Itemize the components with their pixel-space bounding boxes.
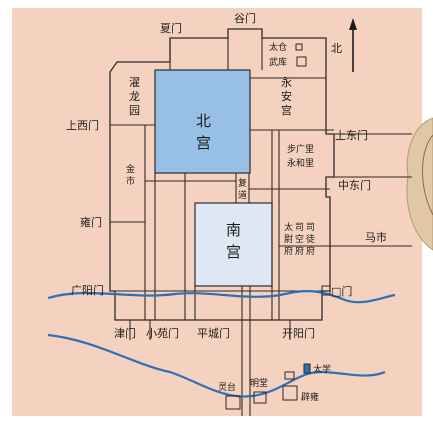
gate-gumen: 谷门: [234, 11, 256, 25]
decorative-object-detail: [422, 134, 433, 216]
label-fu-2a: 司: [295, 222, 304, 233]
outer-city-wall: [109, 28, 335, 321]
river-north: [47, 290, 396, 304]
label-fu-3a: 司: [306, 222, 315, 233]
label-fudao-1: 复: [238, 177, 247, 189]
south-palace: [194, 202, 273, 287]
gate-kaiyangmen: 开阳门: [282, 326, 315, 340]
label-zhuolong-3: 园: [129, 104, 140, 117]
label-lingtai: 灵台: [218, 381, 236, 393]
north-palace-label-1: 北: [196, 112, 211, 130]
compass-label: 北: [331, 42, 342, 55]
gate-pingchengmen: 平城门: [197, 326, 230, 340]
label-fu-3b: 徒: [306, 233, 315, 245]
taixue-building: [284, 371, 295, 380]
river-south: [47, 333, 386, 398]
gate-zhongdongmen: 中东门: [338, 178, 371, 192]
label-taixue: 太学: [313, 363, 331, 375]
biyong-building: [282, 385, 298, 401]
label-yongan-2: 安: [281, 89, 292, 103]
label-fu-1b: 尉: [284, 233, 293, 245]
label-biyong: 辟雍: [301, 391, 319, 403]
label-fu-3c: 府: [306, 245, 315, 257]
label-mingtang: 明堂: [250, 377, 268, 389]
label-zhuolong-1: 濯: [129, 76, 140, 89]
label-fu-2c: 府: [295, 245, 304, 257]
gate-xiamen: 夏门: [160, 21, 182, 35]
north-arrow-head: [349, 18, 357, 30]
label-yongan-1: 永: [281, 75, 292, 89]
label-taicang: 太仓: [269, 41, 287, 53]
wuku-marker: [296, 56, 307, 67]
label-fudao-2: 道: [238, 189, 247, 201]
south-palace-label-2: 宫: [226, 243, 241, 261]
label-buguang: 步广里: [287, 143, 314, 155]
gate-shangdongmen: 上东门: [335, 128, 368, 142]
gate-shangximen: 上西门: [66, 118, 99, 132]
gate-koumen: □门: [331, 284, 352, 298]
label-jinshi-1: 金: [126, 163, 135, 175]
label-yongan-3: 宫: [281, 103, 292, 117]
label-zhuolong-2: 龙: [129, 90, 140, 103]
north-palace: [154, 69, 251, 174]
north-palace-label-2: 宫: [196, 134, 211, 152]
decorative-object: [406, 117, 433, 251]
gate-xiaoyuanmen: 小苑门: [146, 326, 179, 340]
label-mashi: 马市: [365, 230, 387, 244]
label-wuku: 武库: [269, 56, 287, 68]
label-fu-1c: 府: [284, 245, 293, 257]
gate-jinmen: 津门: [114, 326, 136, 340]
kou-gate-marker: [321, 285, 331, 296]
label-fu-2b: 空: [295, 233, 304, 245]
mingtang-building: [253, 391, 267, 404]
label-yonghe: 永和里: [287, 157, 314, 169]
taicang-marker: [295, 43, 303, 51]
label-jinshi-2: 市: [126, 175, 135, 187]
lingtai-building: [225, 395, 241, 410]
label-fu-1a: 太: [284, 221, 293, 233]
south-palace-label-1: 南: [226, 221, 241, 239]
gate-guangyangmen: 广阳门: [71, 283, 104, 297]
taixue-building-2: [303, 363, 311, 374]
gate-yongmen: 雍门: [80, 215, 102, 229]
